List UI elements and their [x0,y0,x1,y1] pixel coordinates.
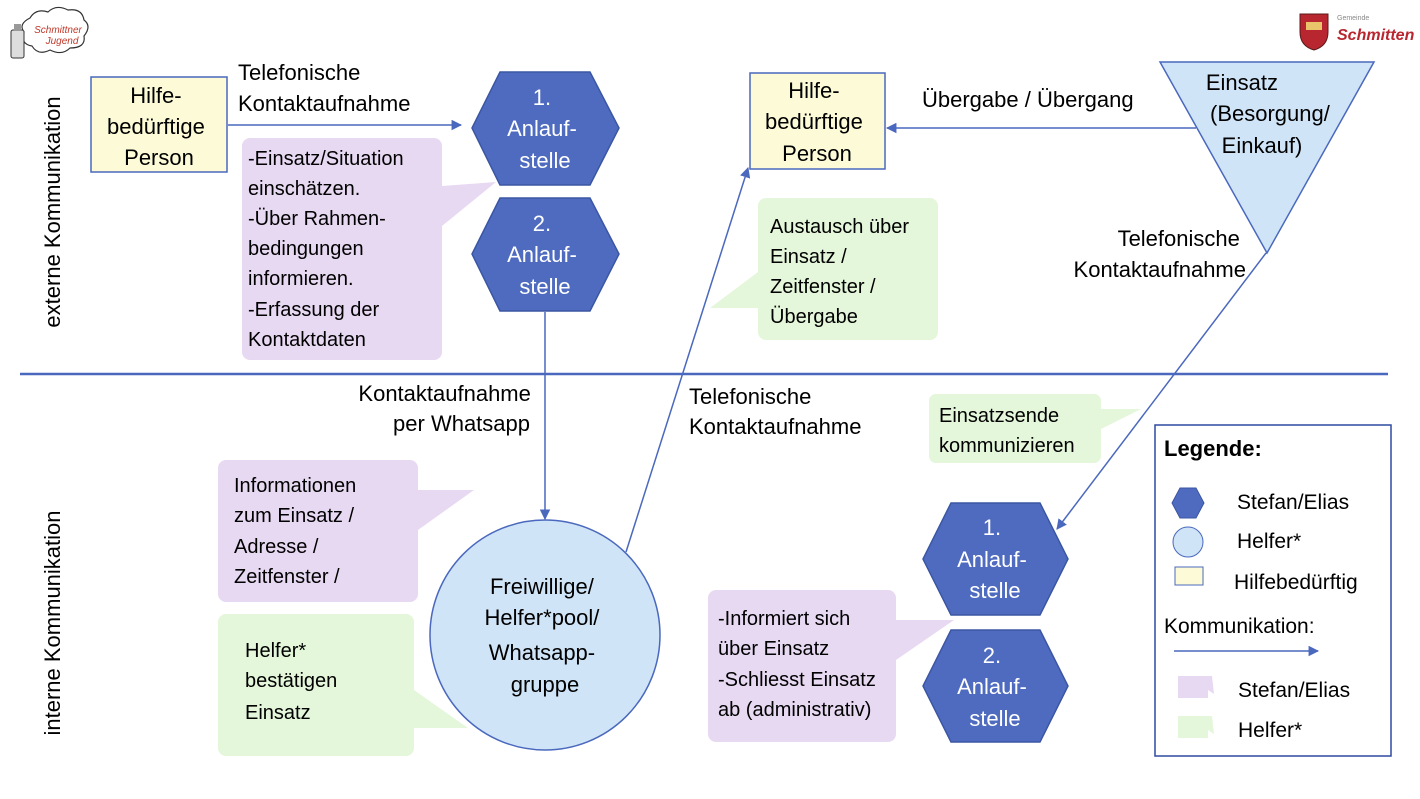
legend-callout-green-icon [1178,716,1214,738]
callout-einsatzsende-text: Einsatzsende kommunizieren [939,405,1075,457]
hexagon-anlaufstelle-bottom-1: 1. Anlauf- stelle [922,502,1069,616]
legend-box-label: Hilfebedürftig [1234,571,1358,594]
hexagon-bottom-2-text: 2. Anlauf- stelle [957,643,1033,731]
gemeinde-schmitten-logo: Gemeinde Schmitten [1299,13,1415,51]
callout-einschaetzen: -Einsatz/Situation einschätzen. -Über Ra… [242,138,496,360]
legend-title: Legende: [1164,436,1262,461]
hexagon-anlaufstelle-top-2: 2. Anlauf- stelle [471,197,620,312]
logo-text-1: Schmittner [34,25,82,36]
callout-informiert: -Informiert sich über Einsatz -Schliesst… [708,590,954,742]
hexagon-anlaufstelle-top-1: 1. Anlauf- stelle [471,71,620,186]
label-kontaktaufnahme-whatsapp: Kontaktaufnahme per Whatsapp [358,381,537,436]
person-box-right-text: Hilfe- bedürftige Person [765,78,869,166]
helferpool-circle: Freiwillige/ Helfer*pool/ Whatsapp- grup… [429,519,661,751]
label-telefonische-kontaktaufnahme-top: Telefonische Kontaktaufnahme [238,60,410,116]
schmittner-jugend-logo: Schmittner Jugend [10,6,89,59]
legend-callout-purple-icon [1178,676,1214,698]
connectors [228,119,1267,553]
einsatz-triangle-text: Einsatz (Besorgung/ Einkauf) [1206,70,1336,158]
callout-informationen: Informationen zum Einsatz / Adresse / Ze… [218,460,474,602]
callout-bestaetigen: Helfer* bestätigen Einsatz [218,614,468,756]
legend: Legende: Stefan/Elias Helfer* Hilfebedür… [1154,424,1392,757]
label-uebergabe: Übergabe / Übergang [922,87,1134,112]
logo-schmitten: Schmitten [1337,27,1415,44]
callout-bestaetigen-text: Helfer* bestätigen Einsatz [245,640,343,724]
legend-hexagon-icon [1171,487,1205,519]
label-telefonische-kontaktaufnahme-right: Telefonische Kontaktaufnahme [1074,226,1246,282]
person-box-left-text: Hilfe- bedürftige Person [107,83,211,170]
legend-hexagon-label: Stefan/Elias [1237,491,1349,514]
einsatz-triangle: Einsatz (Besorgung/ Einkauf) [1158,61,1376,255]
arrow-pool-to-person [625,166,751,553]
label-telefonische-kontaktaufnahme-middle: Telefonische Kontaktaufnahme [689,384,861,439]
legend-box-icon [1174,566,1204,586]
logo-text-2: Jugend [45,36,79,47]
legend-communication-label: Kommunikation: [1164,615,1315,638]
legend-callout-purple-label: Stefan/Elias [1238,679,1350,702]
legend-circle-label: Helfer* [1237,530,1301,553]
legend-box [1154,424,1392,757]
person-box-right: Hilfe- bedürftige Person [749,72,886,170]
callout-austausch: Austausch über Einsatz / Zeitfenster / Ü… [710,198,938,340]
arrow-einsatz-to-anlaufstelle [1056,252,1267,530]
logo-gemeinde: Gemeinde [1337,15,1369,22]
callout-austausch-text: Austausch über Einsatz / Zeitfenster / Ü… [770,216,915,328]
callout-einsatzsende: Einsatzsende kommunizieren [929,394,1141,463]
helferpool-text: Freiwillige/ Helfer*pool/ Whatsapp- grup… [484,574,605,697]
legend-circle-icon [1172,526,1204,558]
hexagon-bottom-1-text: 1. Anlauf- stelle [957,515,1033,603]
section-label-internal: interne Kommunikation [40,510,65,735]
callout-informiert-text: -Informiert sich über Einsatz -Schliesst… [718,608,881,721]
section-label-external: externe Kommunikation [40,96,65,327]
hexagon-anlaufstelle-bottom-2: 2. Anlauf- stelle [922,629,1069,743]
legend-callout-green-label: Helfer* [1238,719,1302,742]
callout-informationen-text: Informationen zum Einsatz / Adresse / Ze… [234,475,362,588]
callout-einschaetzen-text: -Einsatz/Situation einschätzen. -Über Ra… [248,148,409,351]
hexagon-top-2-text: 2. Anlauf- stelle [507,211,583,299]
person-box-left: Hilfe- bedürftige Person [90,76,228,173]
hexagon-top-1-text: 1. Anlauf- stelle [507,85,583,173]
